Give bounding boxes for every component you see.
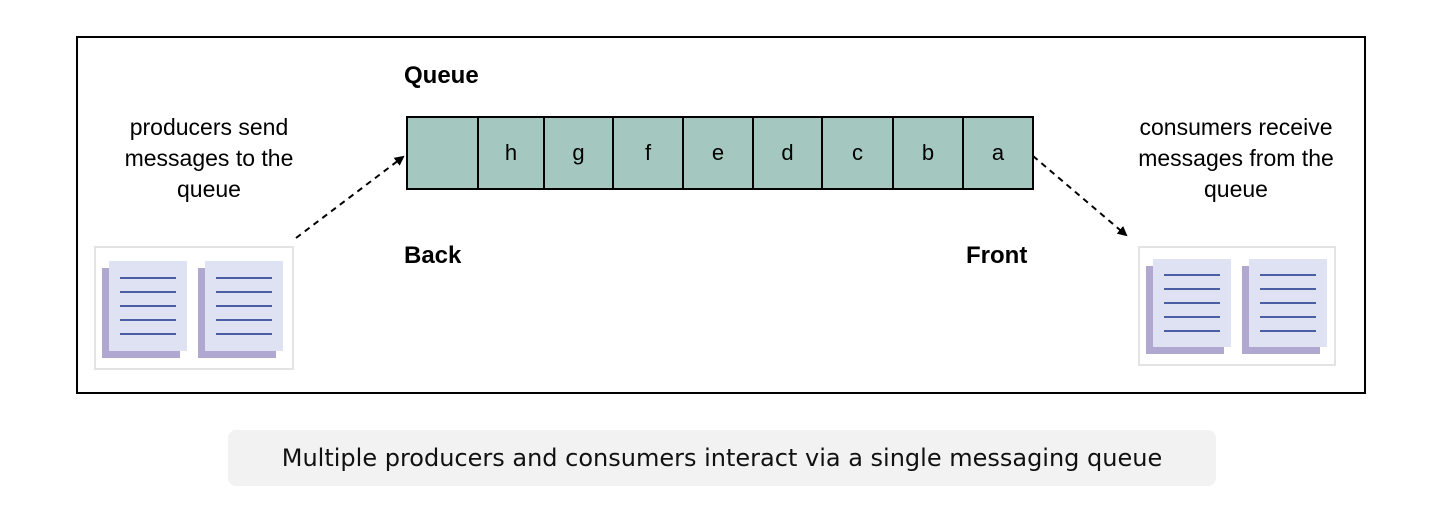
queue-cell: a: [991, 140, 1005, 165]
queue-cell: d: [754, 118, 823, 188]
message-queue: h g f e d c b a: [406, 116, 1034, 190]
producers-panel: [94, 246, 294, 370]
producers-line-2: messages to the: [124, 145, 294, 171]
figure-caption: Multiple producers and consumers interac…: [228, 430, 1216, 486]
consumers-line-3: queue: [1204, 176, 1268, 202]
queue-cell: h: [479, 118, 545, 188]
consumers-line-1: consumers receive: [1139, 114, 1333, 140]
producer-to-queue-arrow: [295, 155, 405, 239]
queue-title: Queue: [404, 62, 479, 89]
consumers-panel: [1138, 246, 1336, 366]
front-label: Front: [966, 242, 1028, 269]
queue-cell: f: [614, 118, 684, 188]
queue-cell: e: [684, 118, 754, 188]
producers-line-3: queue: [177, 176, 241, 202]
diagram-frame: [76, 36, 1366, 394]
queue-to-consumer-arrow: [1032, 155, 1128, 237]
producers-description: producers send messages to the queue: [96, 112, 322, 205]
consumers-line-2: messages from the: [1138, 145, 1334, 171]
back-label: Back: [404, 242, 462, 269]
queue-cell-empty: [408, 118, 479, 188]
queue-cell: c: [823, 118, 894, 188]
producers-line-1: producers send: [129, 114, 289, 140]
consumers-description: consumers receive messages from the queu…: [1116, 112, 1356, 205]
document-stack-icon: [1146, 259, 1327, 354]
document-stack-icon: [102, 261, 283, 358]
queue-cell: b: [894, 118, 964, 188]
queue-cell: g: [545, 118, 614, 188]
